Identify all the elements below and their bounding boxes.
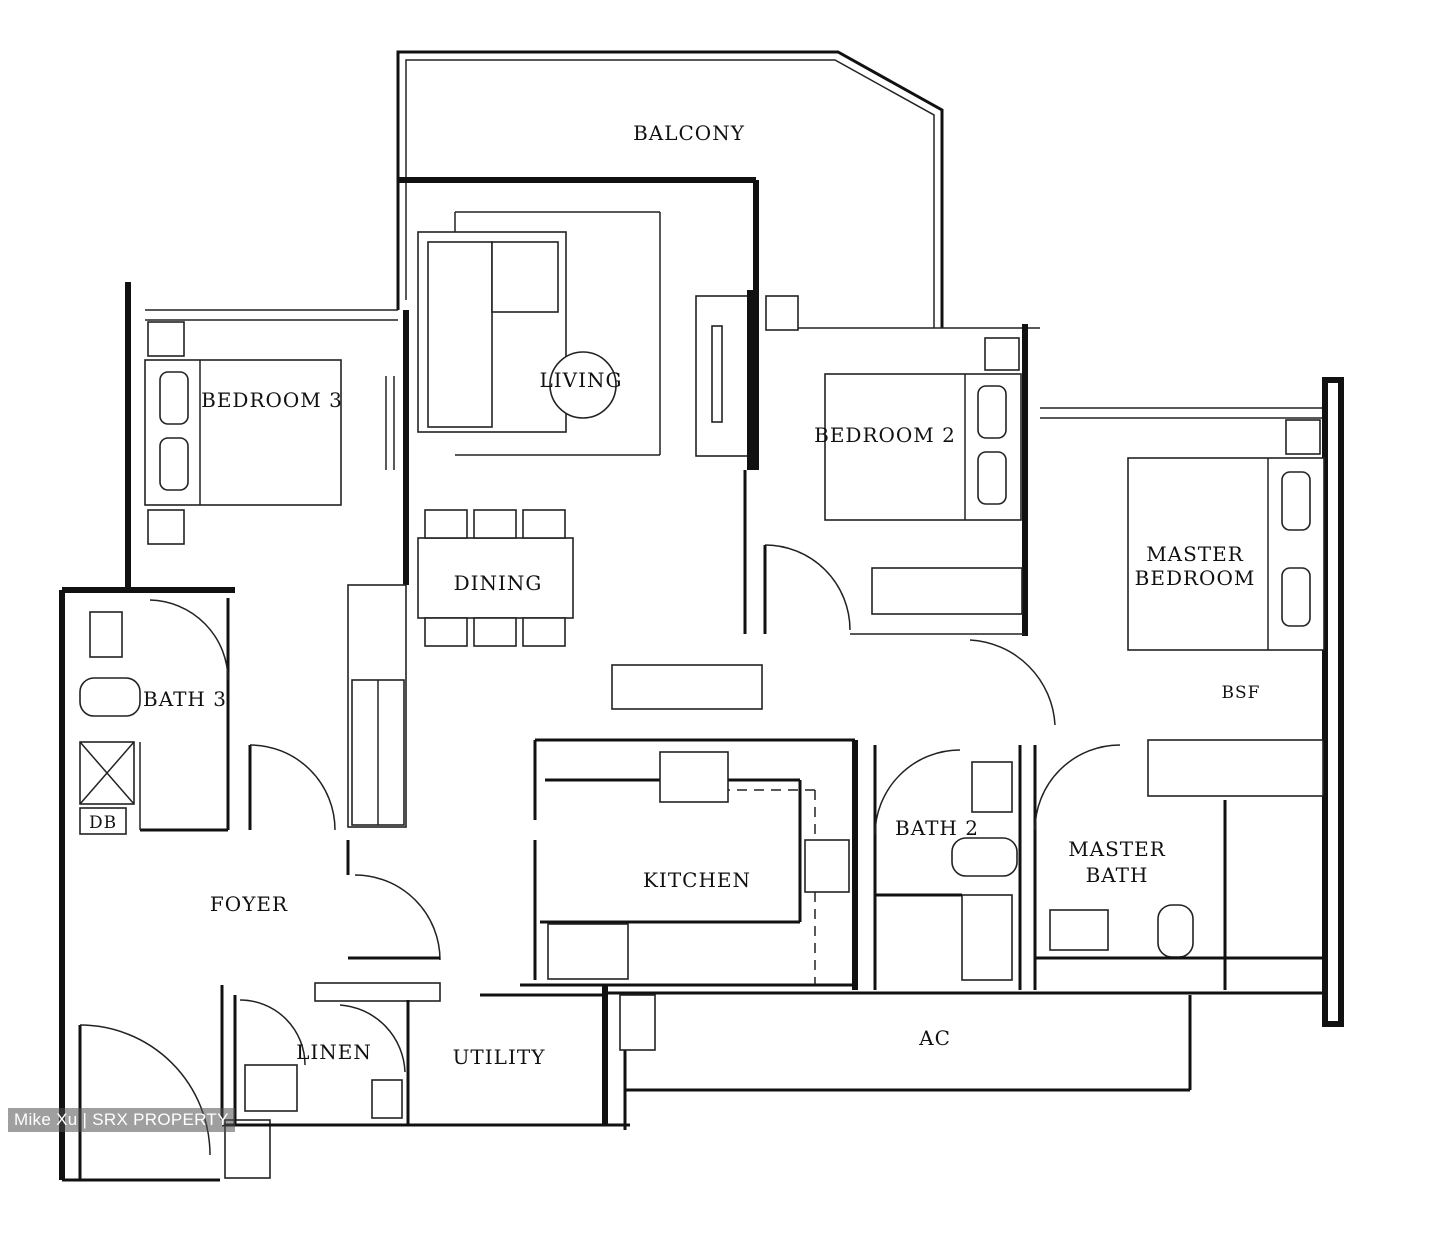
tv-console: [695, 295, 799, 457]
label-linen: LINEN: [296, 1040, 372, 1064]
dining-table: [417, 509, 574, 647]
bath-3: [59, 587, 235, 1180]
label-dining: DINING: [454, 571, 543, 595]
label-bedroom-2: BEDROOM 2: [814, 423, 956, 447]
watermark: Mike Xu | SRX PROPERTY: [8, 1108, 235, 1132]
label-utility: UTILITY: [453, 1045, 546, 1069]
bedroom-3: [125, 282, 398, 590]
label-kitchen: KITCHEN: [643, 868, 751, 892]
label-foyer: FOYER: [210, 892, 288, 916]
wardrobe-column: [248, 584, 407, 831]
label-living: LIVING: [539, 368, 622, 392]
label-db: DB: [89, 813, 117, 833]
balcony-outline: [396, 50, 944, 328]
bedroom-2: [743, 290, 1040, 636]
label-master-bedroom-1: MASTER: [1146, 542, 1244, 566]
living-walls: [398, 177, 759, 585]
label-bedroom-3: BEDROOM 3: [201, 388, 343, 412]
ac-ledge: [605, 991, 1325, 1130]
label-master-bath-1: MASTER: [1068, 837, 1166, 861]
label-master-bath-2: BATH: [1086, 863, 1149, 887]
label-master-bedroom-2: BEDROOM: [1135, 566, 1256, 590]
label-ac: AC: [918, 1026, 951, 1050]
sofa: [417, 231, 617, 433]
label-bsf: BSF: [1222, 683, 1261, 703]
master-bath: [1033, 744, 1325, 990]
bath-2: [873, 745, 1022, 990]
label-bath-3: BATH 3: [143, 687, 227, 711]
label-bath-2: BATH 2: [895, 816, 979, 840]
label-balcony: BALCONY: [633, 121, 745, 145]
linen-utility: [222, 956, 630, 1127]
foyer: [62, 840, 441, 1182]
kitchen: [520, 664, 858, 990]
master-bedroom: [969, 377, 1344, 1027]
